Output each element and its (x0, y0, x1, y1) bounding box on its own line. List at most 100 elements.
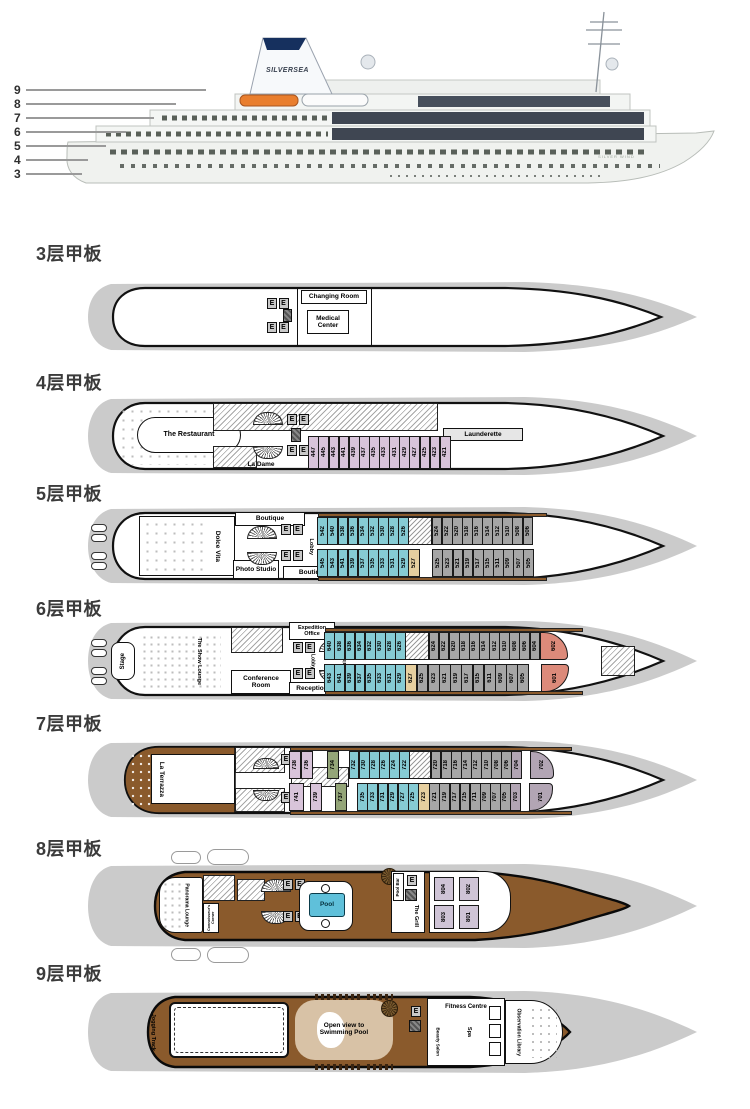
elevator-icon: E (278, 322, 289, 333)
cabin-number: 509 (505, 557, 512, 568)
cabin-number: 427 (411, 447, 418, 458)
cabin-801: 801 (459, 905, 480, 929)
cabin-number: 718 (443, 759, 450, 770)
deck-9-title: 9层甲板 (36, 964, 103, 984)
cabin-739: 739 (310, 783, 323, 811)
cabin-617: 617 (461, 664, 474, 692)
elevator-icon: E (304, 642, 315, 653)
bulkhead (297, 288, 298, 346)
cabin-number: 635 (367, 672, 374, 683)
launderette: Launderette (443, 428, 523, 441)
elevator-icon: E (298, 445, 309, 456)
cabin-number: 643 (326, 672, 333, 683)
cabin-number: 722 (401, 759, 408, 770)
cabin-number: 608 (511, 640, 518, 651)
cabin-number: 531 (390, 557, 397, 568)
elevator-icon: E (293, 642, 303, 653)
cabin-number: 729 (390, 791, 397, 802)
leader-line (25, 131, 126, 133)
cabin-621: 621 (438, 664, 451, 692)
cabin-number: 720 (432, 759, 439, 770)
cabin-number: 604 (531, 640, 538, 651)
cabin-number: 421 (442, 447, 449, 458)
cabin-number: 533 (380, 557, 387, 568)
la-dame: La Dame (231, 460, 291, 470)
cabin-number: 423 (432, 447, 439, 458)
cabin-number: 702 (539, 759, 546, 770)
balcony-band-bottom (318, 577, 547, 581)
cabin-602: 602 (539, 632, 568, 660)
cabin-number: 507 (515, 557, 522, 568)
cabin-number: 429 (401, 447, 408, 458)
show-lounge-label: The Show Lounge (195, 637, 202, 685)
pool-bar-label: Pool Bar (395, 877, 401, 897)
cabin-number: 631 (387, 672, 394, 683)
orange-lifeboat (239, 94, 299, 107)
deck-chairs (367, 994, 393, 1000)
dolce-vita-label: Dolce Vita (213, 530, 221, 562)
cabin-number: 711 (472, 792, 479, 802)
glass-band-deck8 (418, 96, 610, 107)
cabin-number: 516 (474, 525, 481, 536)
balcony-band-top (325, 628, 583, 632)
boutique-top: Boutique (235, 512, 305, 526)
mooring-gear (91, 534, 107, 542)
cabin-number: 508 (514, 525, 521, 536)
cabin-number: 712 (473, 759, 480, 770)
cabin-number: 801 (466, 911, 473, 922)
cabin-number: 630 (377, 640, 384, 651)
cabin-605: 605 (517, 664, 530, 692)
expedition-office: Expedition Office (289, 622, 335, 640)
deck-9-plan: Jogging Track Open view to Swimming Pool… (85, 982, 707, 1082)
cabin-number: 433 (381, 447, 388, 458)
cabin-619: 619 (450, 664, 462, 692)
cabin-number: 520 (454, 525, 461, 536)
radar-dome-mid (360, 54, 376, 70)
deck-number-label: 5 (14, 139, 21, 153)
cabin-number: 530 (380, 525, 387, 536)
tender-boat (207, 849, 249, 865)
cabin-609: 609 (494, 664, 507, 692)
cabin-number: 716 (453, 759, 460, 770)
cabin-number: 723 (420, 791, 427, 802)
leader-line (25, 173, 82, 175)
terrace-tables-pattern (129, 752, 155, 808)
cabin-601: 601 (541, 664, 570, 692)
cabin-number: 535 (370, 557, 377, 568)
photo-studio-label: Photo Studio (235, 565, 277, 573)
elevator-shaft (409, 1020, 421, 1032)
mooring-gear (91, 667, 107, 675)
conference-room: Conference Room (231, 670, 291, 694)
lobby: Lobby (307, 534, 314, 560)
jogging-track: Jogging Track (149, 1008, 156, 1056)
pool: Pool (309, 893, 345, 917)
profile-deck-number-3: 3 (14, 167, 82, 181)
changing-room: Changing Room (301, 290, 367, 304)
lobby-label: Lobby (309, 654, 316, 670)
cabin-number: 721 (431, 791, 438, 802)
ship-profile: SILVERSEA SILVER WIND 9 8 7 6 5 4 3 (0, 0, 750, 225)
library-tables-pattern (529, 1006, 557, 1058)
elevator-icon: E (407, 875, 417, 886)
cabin-number: 505 (525, 557, 532, 568)
deck9-structure (299, 79, 601, 95)
crew-hatch-gap (409, 751, 432, 779)
pool-label: Pool (319, 901, 335, 909)
deck-number-label: 7 (14, 111, 21, 125)
treatment-room (489, 1006, 501, 1020)
mooring-gear (91, 677, 107, 685)
glass-band-deck7 (332, 112, 644, 124)
ship-profile-drawing: SILVERSEA SILVER WIND (66, 11, 715, 184)
cabin-number: 534 (360, 525, 367, 536)
deck-3-title: 3层甲板 (36, 244, 103, 264)
cabin-number: 636 (346, 640, 353, 651)
deck-number-label: 4 (14, 153, 21, 167)
cabin-number: 619 (453, 672, 460, 683)
elevator-icon: E (292, 524, 303, 535)
